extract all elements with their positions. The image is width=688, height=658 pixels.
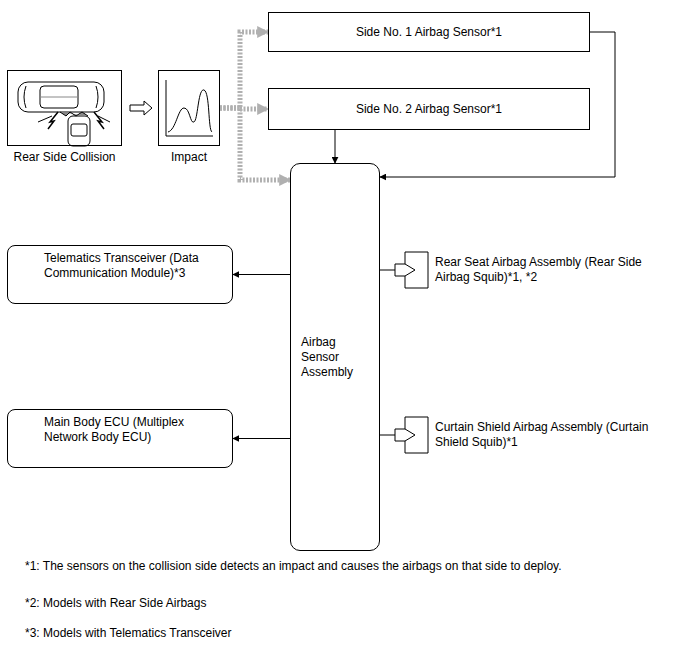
sensor-box: Side No. 1 Airbag Sensor*1 <box>268 12 590 52</box>
footnote: *3: Models with Telematics Transceiver <box>25 626 232 640</box>
signal-line <box>380 435 395 436</box>
squib-node: Curtain Shield Airbag Assembly (Curtain … <box>395 417 655 453</box>
node-label: Telematics Transceiver (Data Communicati… <box>44 251 224 281</box>
node-label: Curtain Shield Airbag Assembly (Curtain … <box>435 420 655 450</box>
node-label: Side No. 2 Airbag Sensor*1 <box>356 102 502 117</box>
signal-line <box>233 274 290 275</box>
node-label: Airbag Sensor Assembly <box>301 335 373 380</box>
footnote: *1: The sensors on the collision side de… <box>25 559 562 573</box>
impact-path <box>220 32 268 108</box>
node-label: Impact <box>158 150 220 165</box>
footnote: *2: Models with Rear Side Airbags <box>25 596 206 610</box>
signal-line <box>335 130 336 163</box>
node-label: Main Body ECU (Multiplex Network Body EC… <box>44 415 224 445</box>
node-label: Side No. 1 Airbag Sensor*1 <box>356 25 502 40</box>
squib-symbol <box>395 417 428 453</box>
module-box: Main Body ECU (Multiplex Network Body EC… <box>7 409 233 468</box>
module-box: Telematics Transceiver (Data Communicati… <box>7 245 233 304</box>
node-label: Rear Side Collision <box>7 150 122 165</box>
squib-symbol <box>395 252 428 288</box>
frame-box <box>158 70 220 146</box>
frame-box <box>7 70 122 146</box>
impact-graph <box>166 80 213 136</box>
signal-line <box>380 270 395 271</box>
impact-graph-box: Impact <box>158 70 220 165</box>
hollow-arrow <box>130 101 152 115</box>
node-label: Rear Seat Airbag Assembly (Rear Side Air… <box>435 255 655 285</box>
ecu-column: Airbag Sensor Assembly <box>290 163 380 551</box>
sensor-box: Side No. 2 Airbag Sensor*1 <box>268 88 590 130</box>
event-illustration-box: Rear Side Collision <box>7 70 122 165</box>
signal-line <box>233 438 290 439</box>
squib-node: Rear Seat Airbag Assembly (Rear Side Air… <box>395 252 655 288</box>
car-illustration <box>18 82 110 146</box>
